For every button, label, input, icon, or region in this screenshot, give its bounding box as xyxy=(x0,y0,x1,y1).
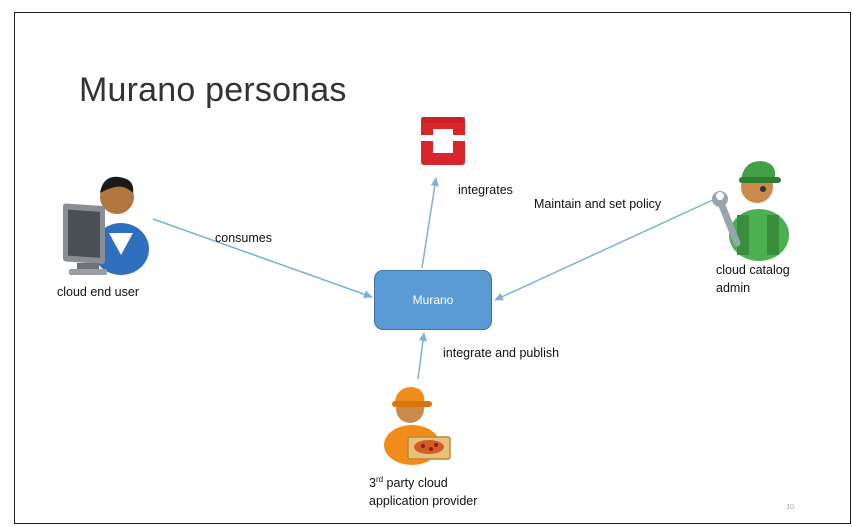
edge-integrates xyxy=(421,177,439,269)
edge-label-integrate-publish: integrate and publish xyxy=(443,346,560,360)
provider-line1-rest: party cloud xyxy=(383,476,448,491)
murano-node: Murano xyxy=(374,270,492,330)
openstack-logo-icon xyxy=(421,117,465,165)
edge-label-maintain: Maintain and set policy xyxy=(534,197,662,211)
page-number: 10 xyxy=(786,504,794,511)
edge-label-consumes: consumes xyxy=(215,231,272,245)
persona-label-admin-line1: cloud catalog xyxy=(716,263,790,277)
murano-node-label: Murano xyxy=(412,293,454,307)
persona-label-provider: 3rd party cloud application provider xyxy=(369,471,477,510)
edge-consumes xyxy=(152,218,373,299)
edge-integrate-publish xyxy=(417,332,427,380)
edge-maintain xyxy=(494,198,716,301)
mechanic-with-wrench-icon xyxy=(712,161,789,261)
persona-label-admin-line2: admin xyxy=(716,281,751,295)
slide-title: Murano personas xyxy=(79,71,347,109)
persona-label-provider-line2: application provider xyxy=(369,494,478,509)
provider-ordinal-number: 3 xyxy=(369,476,376,491)
diagram-edges xyxy=(152,177,716,380)
persona-label-end-user: cloud end user xyxy=(57,285,140,299)
persona-label-admin: cloud catalog admin xyxy=(716,261,790,297)
persona-label-provider-line1: 3rd party cloud xyxy=(369,471,477,492)
user-at-computer-icon xyxy=(63,176,149,275)
slide: Murano personas Murano xyxy=(14,12,851,524)
edge-label-integrates: integrates xyxy=(458,183,513,197)
provider-ordinal-suffix: rd xyxy=(375,475,384,484)
delivery-person-with-pizza-icon xyxy=(384,387,451,465)
